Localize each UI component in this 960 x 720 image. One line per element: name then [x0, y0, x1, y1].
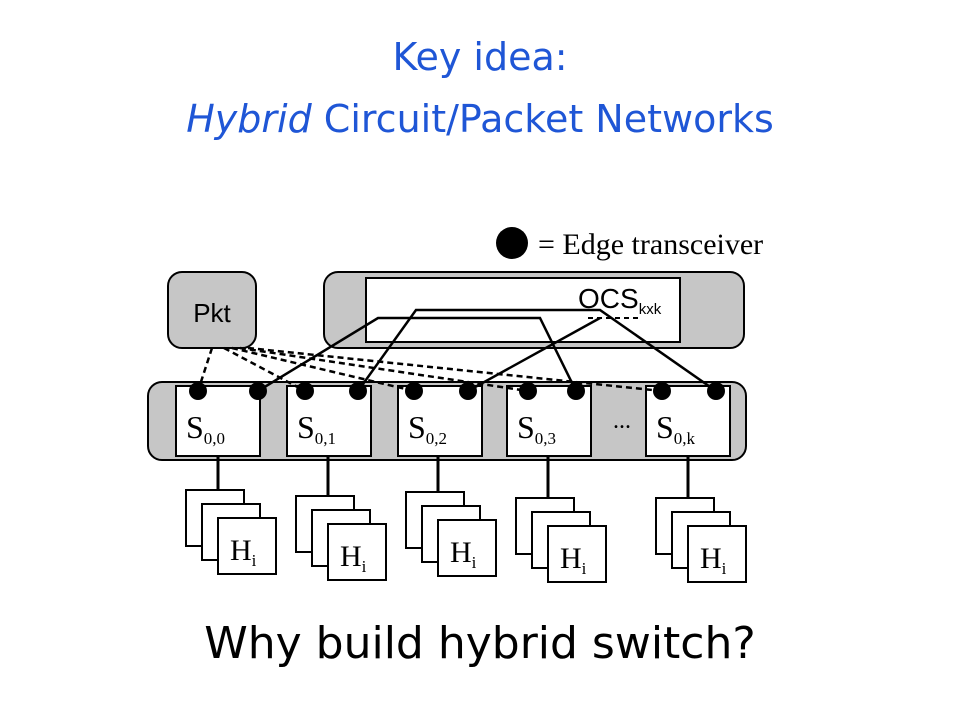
- transceiver-dot-9: [707, 382, 725, 400]
- packet-link-1: [223, 346, 306, 393]
- hosts: Hi Hi Hi Hi Hi: [185, 456, 747, 583]
- edge-switch-label-3: S0,3: [517, 409, 556, 448]
- edge-switch-label-0: S0,0: [186, 409, 225, 448]
- transceiver-dot-8: [653, 382, 671, 400]
- title-line-2: Hybrid Circuit/Packet Networks: [0, 100, 960, 138]
- transceiver-dot-1: [249, 382, 267, 400]
- title-rest: Circuit/Packet Networks: [311, 97, 774, 141]
- edge-switch-label-1: S0,1: [297, 409, 336, 448]
- host-card-2-2: [437, 519, 497, 577]
- links: [196, 308, 717, 393]
- transceiver-dot-6: [519, 382, 537, 400]
- transceiver-dot-5: [459, 382, 477, 400]
- circuit-link-1: [356, 308, 717, 393]
- edge-switch-label-2: S0,2: [408, 409, 447, 448]
- host-label-0: Hi: [230, 534, 257, 570]
- host-card-4-2: [687, 525, 747, 583]
- transceivers: [189, 382, 725, 400]
- title-line-1: Key idea:: [392, 35, 568, 79]
- packet-link-2: [231, 346, 415, 393]
- transceiver-dot-4: [405, 382, 423, 400]
- transceiver-dot-7: [567, 382, 585, 400]
- transceiver-dot-0: [189, 382, 207, 400]
- host-card-3-2: [547, 525, 607, 583]
- host-label-4: Hi: [700, 542, 727, 578]
- legend-label: = Edge transceiver: [538, 228, 763, 261]
- packet-link-0: [196, 347, 214, 392]
- host-card-0-2: [217, 517, 277, 575]
- transceiver-dot-2: [296, 382, 314, 400]
- circuit-link-2: [467, 316, 601, 393]
- edge-switch-0: [175, 385, 261, 457]
- circuit-link-0: [257, 316, 578, 393]
- legend-transceiver-dot: [496, 227, 528, 259]
- host-card-1-2: [327, 523, 387, 581]
- title-emphasis: Hybrid: [186, 97, 312, 141]
- question: Why build hybrid switch?: [204, 618, 756, 669]
- host-label-2: Hi: [450, 536, 477, 572]
- ellipsis: ...: [613, 408, 631, 434]
- host-label-3: Hi: [560, 542, 587, 578]
- packet-switch-label: Pkt: [193, 298, 231, 328]
- transceiver-dot-3: [349, 382, 367, 400]
- edge-switch-label-4: S0,k: [656, 409, 696, 448]
- host-label-1: Hi: [340, 540, 367, 576]
